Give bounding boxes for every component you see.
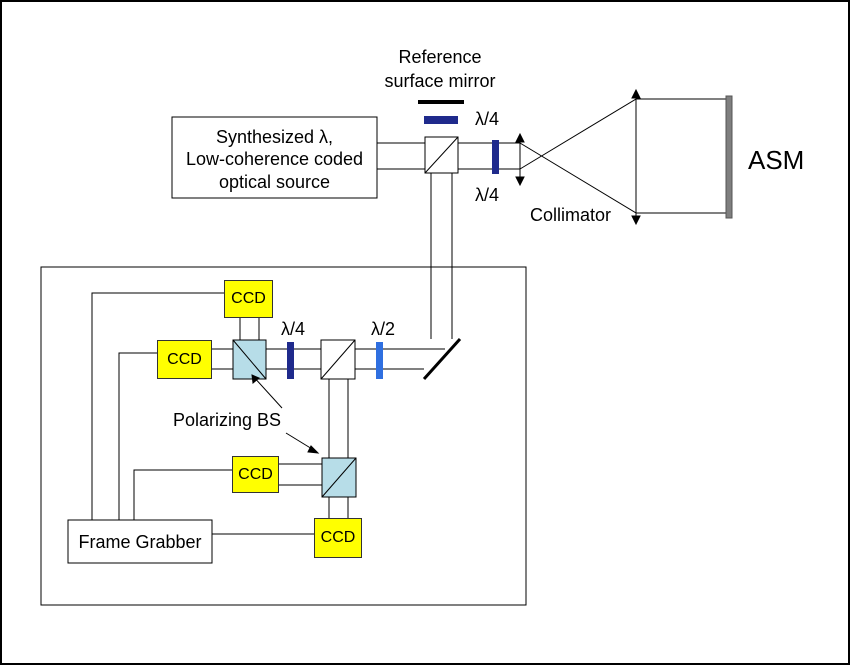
expanding-beam [519, 98, 728, 214]
fold-mirror [422, 337, 462, 381]
ccd-middle-label: CCD [238, 466, 273, 483]
beam-to-top-ccd [239, 318, 260, 340]
ccd-bottom-label: CCD [320, 529, 356, 546]
reference-quarter-wave-plate [424, 116, 458, 124]
polarizing-bs-lower [321, 457, 357, 498]
source-label-line2: Low-coherence coded [185, 149, 364, 169]
top-beamsplitter [424, 136, 459, 174]
collimator-lens-large [631, 88, 641, 226]
ccd-top-label: CCD [231, 290, 266, 307]
collimator-lens-small [515, 132, 525, 187]
vertical-beam [430, 173, 453, 339]
ccd-top: CCD [224, 280, 273, 318]
beam-to-lower-bs [279, 379, 349, 518]
asm-label: ASM [748, 145, 805, 175]
receiver-enclosure [40, 266, 527, 606]
receiver-quarter-wave-plate [287, 342, 294, 379]
quarter-wave-top-label: λ/4 [475, 109, 500, 129]
frame-grabber-box [67, 519, 213, 564]
source-box [171, 116, 378, 199]
source-beams [377, 142, 520, 170]
collimator-label: Collimator [530, 205, 612, 225]
quarter-wave-receiver-label: λ/4 [281, 319, 306, 339]
ccd-bottom: CCD [314, 518, 362, 558]
polarizing-bs-label: Polarizing BS [173, 410, 282, 430]
reference-label-line2: surface mirror [384, 71, 496, 91]
ccd-left: CCD [157, 340, 212, 379]
polarizing-bs-left [232, 339, 267, 380]
ccd-cables [91, 292, 314, 535]
half-wave-label: λ/2 [371, 319, 396, 339]
source-label-line1: Synthesized λ, [215, 127, 334, 147]
quarter-wave-bottom-label: λ/4 [475, 185, 500, 205]
asm-surface [725, 95, 733, 219]
ccd-middle: CCD [232, 456, 279, 493]
source-label-line3: optical source [218, 172, 331, 192]
main-quarter-wave-plate [492, 140, 499, 174]
reference-label-line1: Reference [398, 47, 482, 67]
ccd-left-label: CCD [167, 351, 202, 368]
middle-beamsplitter [320, 339, 356, 380]
polarizing-bs-arrows [251, 374, 320, 454]
frame-grabber-label: Frame Grabber [78, 532, 202, 552]
half-wave-plate [376, 342, 383, 379]
